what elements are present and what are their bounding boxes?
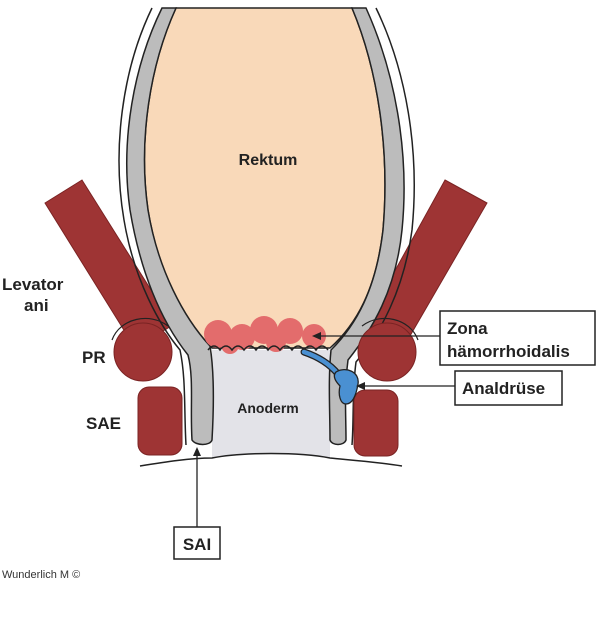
arrowhead-sai [193, 447, 201, 456]
anal-gland-duct-fill [301, 349, 341, 377]
outer-contour-left [118, 7, 187, 446]
label-sae: SAE [86, 414, 121, 433]
label-sai: SAI [183, 535, 211, 554]
label-zona-line2: hämorrhoidalis [447, 342, 570, 361]
puborectalis-outline-right [361, 317, 419, 341]
perianal-skin-line [139, 452, 403, 467]
label-box-zona [439, 310, 596, 366]
label-zona-line1: Zona [447, 319, 488, 338]
arrowhead-zona [312, 332, 321, 340]
puborectalis-right [357, 322, 417, 382]
label-box-analdruese [454, 370, 563, 406]
dentate-line [207, 345, 329, 352]
external-sphincter-left [137, 386, 183, 456]
rectum [143, 7, 386, 349]
label-analdruese: Analdrüse [462, 379, 545, 398]
puborectalis-outline-left [111, 317, 169, 341]
external-sphincter-right [353, 389, 399, 457]
label-anoderm: Anoderm [237, 400, 298, 416]
label-rektum: Rektum [239, 152, 298, 169]
rectal-wall-left [126, 7, 215, 446]
arrowhead-analdruese [356, 382, 365, 390]
puborectalis-left [113, 322, 173, 382]
label-levator-line2: ani [24, 296, 49, 315]
hemorrhoidal-cushions [204, 316, 326, 354]
anoderm [212, 350, 330, 458]
label-levator-line1: Levator [2, 275, 64, 294]
credit-text: Wunderlich M © [2, 569, 80, 581]
label-pr: PR [82, 348, 106, 367]
label-box-sai [173, 526, 221, 560]
anal-gland [333, 369, 359, 405]
